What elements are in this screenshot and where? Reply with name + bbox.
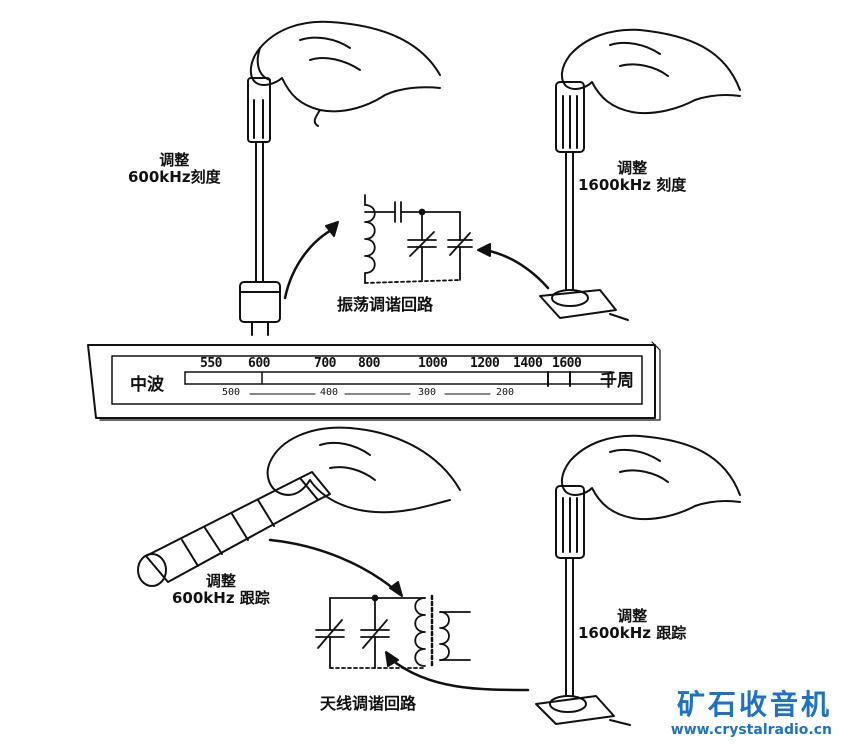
arrowhead-icon [477,243,491,257]
dial-band-label: 中波 [130,375,164,395]
arrow-to-osc-coil [283,226,337,300]
meter-tick: 300 [418,387,437,398]
watermark-name: 矿石收音机 [676,688,832,721]
hand-screwdriver-bottom-right [535,434,741,726]
antenna-circuit [315,594,471,670]
caption-line: 调整 [617,607,648,625]
arrowhead-icon [389,581,403,597]
freq-tick: 600 [248,356,270,371]
caption-line: 1600kHz 刻度 [578,176,687,195]
hand-screwdriver-top-left [239,20,441,336]
arrow-to-antenna-coil [268,538,397,592]
freq-tick: 1200 [470,356,500,371]
oscillator-circuit [364,194,473,284]
meter-tick: 400 [320,387,339,398]
freq-tick: 1600 [552,356,582,371]
dial-unit-label: 千周 [600,371,634,391]
caption-line: 600kHz刻度 [128,168,221,187]
arrowhead-icon [385,651,399,667]
watermark-url: www.crystalradio.cn [670,722,832,738]
caption-line: 1600kHz 跟踪 [578,624,687,643]
arrow-to-antenna-trimmer [390,658,530,692]
caption-top-right: 调整 1600kHz 刻度 [578,159,687,195]
caption-line: 调整 [205,572,236,590]
hand-screwdriver-bottom-left [137,426,461,587]
caption-line: 调整 [159,151,190,169]
caption-bottom-left: 调整 600kHz 跟踪 [172,572,270,608]
arrowhead-icon [325,221,339,237]
freq-tick: 1000 [418,356,448,371]
freq-tick: 800 [358,356,380,371]
caption-line: 调整 [617,159,648,177]
antenna-circuit-label: 天线调谐回路 [320,694,417,713]
freq-tick: 1400 [513,356,543,371]
arrow-to-osc-trimmer [483,248,550,290]
dial-panel [87,341,661,421]
caption-top-left: 调整 600kHz刻度 [128,151,221,187]
oscillator-circuit-label: 振荡调谐回路 [337,295,434,314]
caption-line: 600kHz 跟踪 [172,589,270,608]
meter-tick: 200 [496,387,515,398]
meter-tick: 500 [222,387,241,398]
hand-screwdriver-top-right [539,28,741,321]
caption-bottom-right: 调整 1600kHz 跟踪 [578,607,687,643]
freq-tick: 550 [200,356,222,371]
freq-tick: 700 [314,356,336,371]
